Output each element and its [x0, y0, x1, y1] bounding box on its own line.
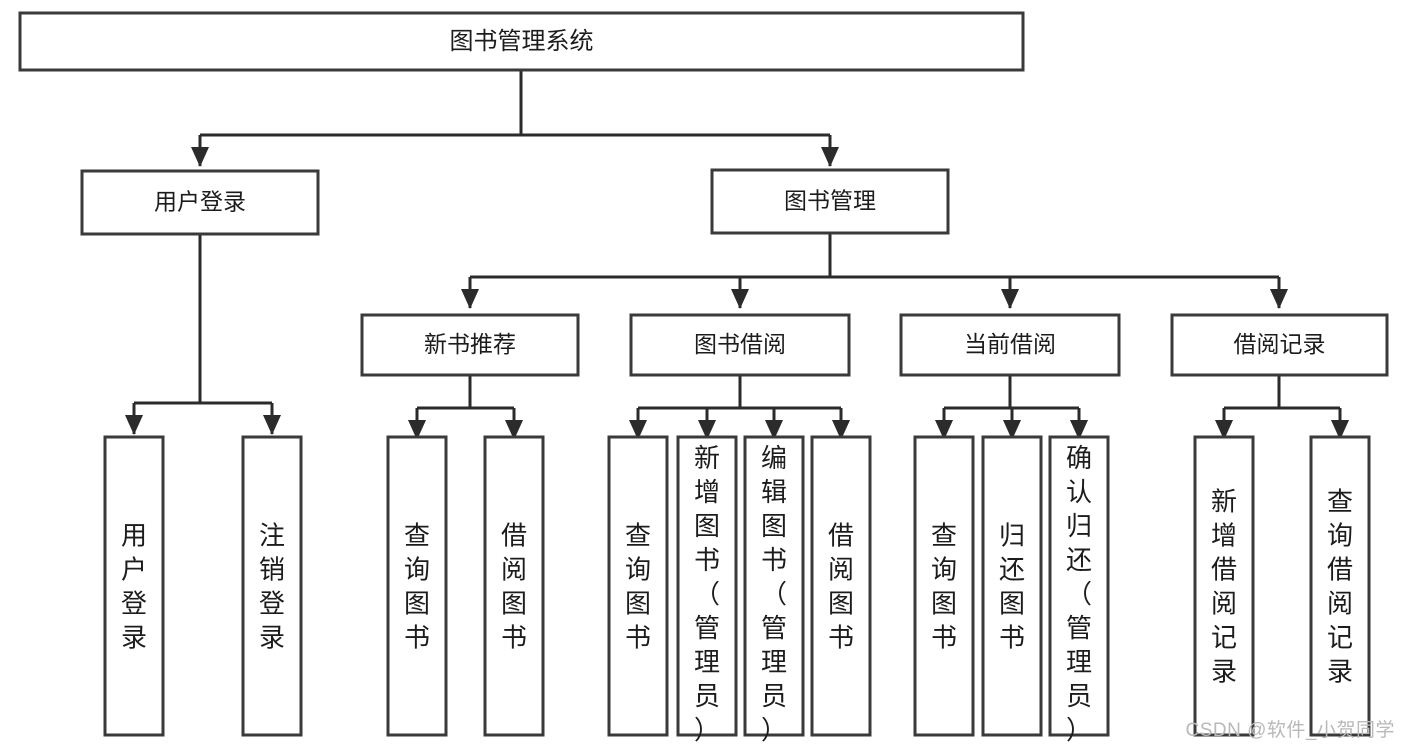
root-node-label: 图书管理系统	[450, 28, 594, 55]
leaf-box[interactable]	[913, 435, 975, 737]
arrow-head-icon	[765, 420, 783, 440]
level2-box[interactable]	[710, 168, 950, 235]
leaf-box[interactable]	[810, 435, 872, 737]
arrow-head-icon	[1215, 420, 1233, 440]
leaf-node[interactable]: 归还图书	[981, 435, 1043, 737]
level3-box[interactable]	[360, 313, 580, 377]
leaf-box[interactable]	[981, 435, 1043, 737]
level2-node[interactable]: 图书管理	[710, 168, 950, 235]
level3-node-label: 新书推荐	[424, 331, 516, 357]
arrow-head-icon	[821, 147, 839, 167]
leaf-node-label: 新增借阅记录	[1211, 487, 1237, 687]
leaf-node-label: 查询图书	[625, 521, 651, 653]
leaf-node[interactable]: 确认归还（管理员）	[1048, 435, 1110, 745]
leaf-node-label: 用户登录	[121, 521, 147, 653]
leaf-box[interactable]	[607, 435, 669, 737]
leaf-node[interactable]: 查询借阅记录	[1309, 435, 1371, 737]
leaf-node[interactable]: 借阅图书	[483, 435, 545, 737]
arrow-head-icon	[1270, 289, 1288, 309]
leaf-node-label: 注销登录	[259, 521, 285, 653]
arrow-head-icon	[629, 420, 647, 440]
root-node[interactable]: 图书管理系统	[18, 11, 1025, 72]
arrow-head-icon	[263, 415, 281, 435]
root-box[interactable]	[18, 11, 1025, 72]
leaf-box[interactable]	[1309, 435, 1371, 737]
nodes-layer: 图书管理系统用户登录图书管理新书推荐图书借阅当前借阅借阅记录用户登录注销登录查询…	[18, 11, 1389, 745]
leaf-node[interactable]: 编辑图书（管理员）	[743, 435, 805, 745]
leaf-box[interactable]	[1048, 435, 1110, 737]
leaf-node[interactable]: 新增图书（管理员）	[676, 435, 738, 745]
level3-node-label: 借阅记录	[1234, 331, 1326, 357]
level2-node-label: 图书管理	[784, 188, 876, 214]
arrow-head-icon	[1001, 289, 1019, 309]
leaf-box[interactable]	[743, 435, 805, 737]
arrow-head-icon	[1070, 420, 1088, 440]
leaf-box[interactable]	[1193, 435, 1255, 737]
level3-node-label: 图书借阅	[694, 331, 786, 357]
leaf-node-label: 新增图书（管理员）	[694, 443, 720, 745]
arrow-head-icon	[125, 415, 143, 435]
arrow-head-icon	[1331, 420, 1349, 440]
arrow-head-icon	[698, 420, 716, 440]
leaf-node[interactable]: 用户登录	[103, 435, 165, 737]
level3-box[interactable]	[1170, 313, 1389, 377]
level2-node[interactable]: 用户登录	[80, 169, 320, 236]
arrow-head-icon	[505, 420, 523, 440]
level3-node[interactable]: 借阅记录	[1170, 313, 1389, 377]
leaf-node[interactable]: 查询图书	[913, 435, 975, 737]
level3-node-label: 当前借阅	[964, 331, 1056, 357]
connectors-layer	[125, 70, 1349, 440]
arrow-head-icon	[191, 147, 209, 167]
leaf-node[interactable]: 查询图书	[607, 435, 669, 737]
leaf-node-label: 借阅图书	[828, 521, 854, 653]
arrow-head-icon	[935, 420, 953, 440]
arrow-head-icon	[832, 420, 850, 440]
level3-node[interactable]: 当前借阅	[899, 313, 1121, 377]
arrow-head-icon	[408, 420, 426, 440]
leaf-box[interactable]	[483, 435, 545, 737]
leaf-node[interactable]: 借阅图书	[810, 435, 872, 737]
leaf-box[interactable]	[676, 435, 738, 737]
leaf-node[interactable]: 查询图书	[386, 435, 448, 737]
level3-node[interactable]: 图书借阅	[629, 313, 851, 377]
leaf-node-label: 借阅图书	[501, 521, 527, 653]
level3-node[interactable]: 新书推荐	[360, 313, 580, 377]
leaf-node-label: 查询借阅记录	[1327, 487, 1353, 687]
level3-box[interactable]	[629, 313, 851, 377]
leaf-node-label: 编辑图书（管理员）	[761, 443, 787, 745]
leaf-box[interactable]	[386, 435, 448, 737]
arrow-head-icon	[731, 289, 749, 309]
leaf-node[interactable]: 注销登录	[241, 435, 303, 737]
arrow-head-icon	[1003, 420, 1021, 440]
leaf-node-label: 查询图书	[404, 521, 430, 653]
leaf-box[interactable]	[241, 435, 303, 737]
level3-box[interactable]	[899, 313, 1121, 377]
leaf-node[interactable]: 新增借阅记录	[1193, 435, 1255, 737]
level2-node-label: 用户登录	[154, 189, 246, 215]
leaf-node-label: 查询图书	[931, 521, 957, 653]
leaf-node-label: 确认归还（管理员）	[1066, 443, 1092, 745]
arrow-head-icon	[461, 289, 479, 309]
leaf-box[interactable]	[103, 435, 165, 737]
level2-box[interactable]	[80, 169, 320, 236]
leaf-node-label: 归还图书	[999, 521, 1025, 653]
